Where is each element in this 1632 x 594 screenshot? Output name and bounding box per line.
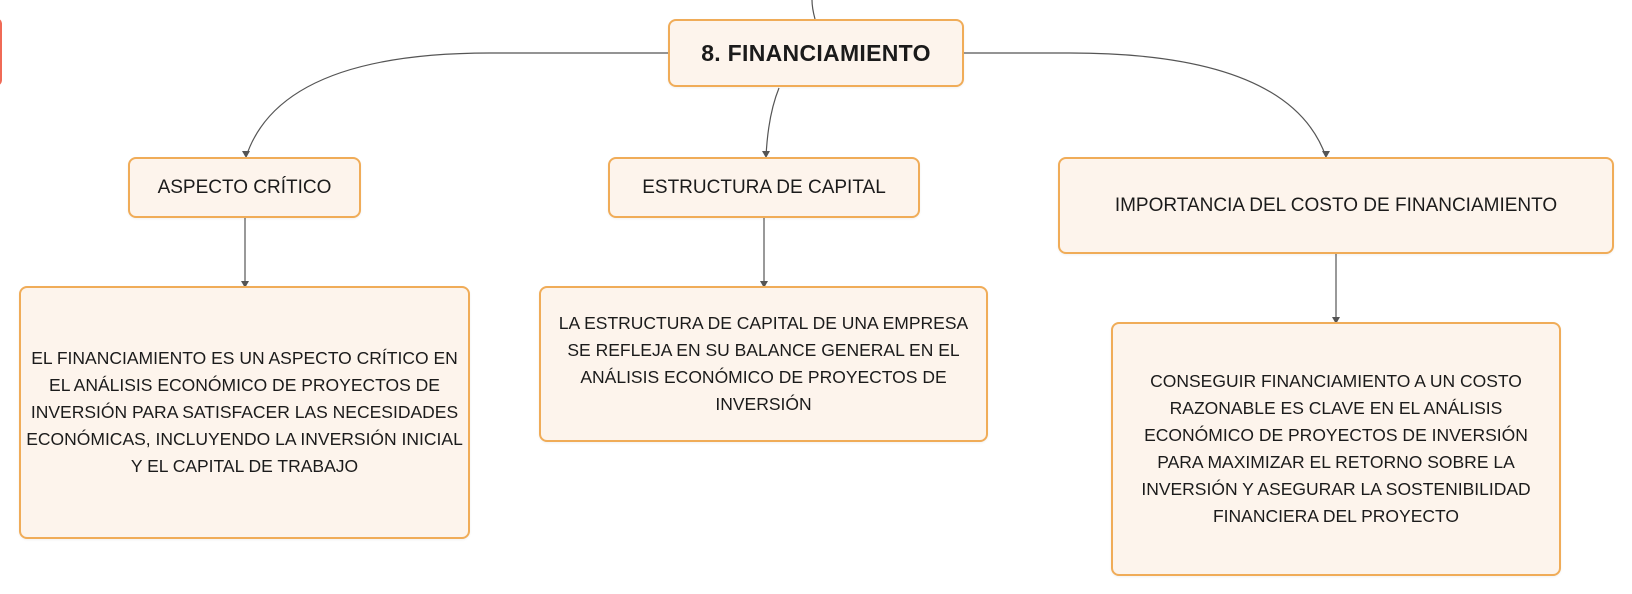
connector-root-to-branch-1 [245, 52, 668, 158]
connector-root-to-branch-2 [765, 87, 780, 158]
detail-text: EL FINANCIAMIENTO ES UN ASPECTO CRÍTICO … [26, 348, 463, 476]
detail-node-estructura-de-capital[interactable]: LA ESTRUCTURA DE CAPITAL DE UNA EMPRESA … [539, 286, 988, 442]
arrowhead [1322, 151, 1330, 158]
detail-text: CONSEGUIR FINANCIAMIENTO A UN COSTO RAZO… [1141, 371, 1531, 526]
branch-node-aspecto-critico[interactable]: ASPECTO CRÍTICO [128, 157, 361, 218]
detail-node-importancia-del-costo[interactable]: CONSEGUIR FINANCIAMIENTO A UN COSTO RAZO… [1111, 322, 1561, 576]
branch-label: IMPORTANCIA DEL COSTO DE FINANCIAMIENTO [1114, 194, 1558, 216]
branch-node-estructura-de-capital[interactable]: ESTRUCTURA DE CAPITAL [608, 157, 920, 218]
detail-text: LA ESTRUCTURA DE CAPITAL DE UNA EMPRESA … [558, 313, 969, 414]
branch-label: ASPECTO CRÍTICO [157, 176, 332, 198]
root-label: 8. FINANCIAMIENTO [701, 39, 931, 66]
connector-root-to-branch-3 [964, 52, 1327, 158]
branch-node-importancia-del-costo[interactable]: IMPORTANCIA DEL COSTO DE FINANCIAMIENTO [1058, 157, 1614, 254]
arrowhead [760, 281, 768, 288]
connector-incoming [811, 0, 816, 20]
root-node[interactable]: 8. FINANCIAMIENTO [668, 19, 964, 87]
detail-node-aspecto-critico[interactable]: EL FINANCIAMIENTO ES UN ASPECTO CRÍTICO … [19, 286, 470, 539]
branch-label: ESTRUCTURA DE CAPITAL [642, 176, 886, 198]
offscreen-node-edge [0, 18, 2, 86]
arrowhead [242, 151, 250, 158]
arrowhead [241, 281, 249, 288]
arrowhead [762, 151, 770, 158]
arrowhead [1332, 317, 1340, 324]
